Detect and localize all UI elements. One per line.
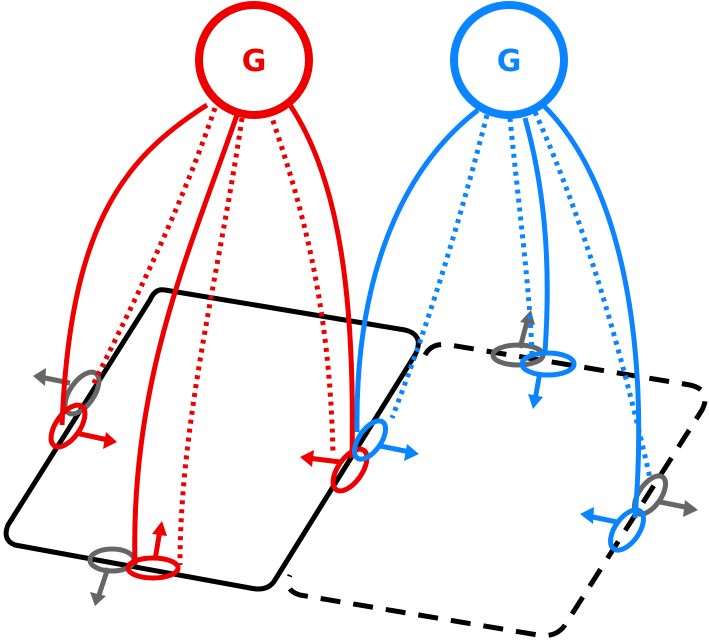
blue-frame-center bbox=[351, 418, 419, 462]
g-node-blue-label: G bbox=[497, 44, 522, 79]
blue-dotted-line-3 bbox=[532, 110, 653, 479]
blue-solid-line-2 bbox=[522, 117, 550, 353]
solid-tile bbox=[3, 287, 421, 592]
red-dotted-line-3 bbox=[267, 111, 336, 456]
blue-solid-line-1 bbox=[354, 108, 480, 433]
red-frame-bottom bbox=[125, 521, 181, 581]
red-frame-left bbox=[48, 402, 117, 450]
red-dotted-line-1 bbox=[90, 107, 218, 387]
g-node-blue: G bbox=[450, 1, 568, 119]
red-solid-line-1 bbox=[59, 102, 209, 426]
g-node-red-label: G bbox=[242, 44, 267, 79]
red-connections bbox=[59, 102, 355, 566]
gray-frame-left bbox=[33, 368, 102, 417]
red-frame-center bbox=[300, 446, 370, 494]
g-node-red: G bbox=[195, 1, 313, 119]
red-solid-line-2 bbox=[132, 114, 240, 566]
blue-solid-line-3 bbox=[541, 103, 642, 519]
red-solid-line-3 bbox=[287, 103, 355, 459]
blue-connections bbox=[354, 103, 653, 519]
blue-frame-right bbox=[580, 507, 646, 553]
blue-frame-top-right bbox=[519, 350, 577, 409]
